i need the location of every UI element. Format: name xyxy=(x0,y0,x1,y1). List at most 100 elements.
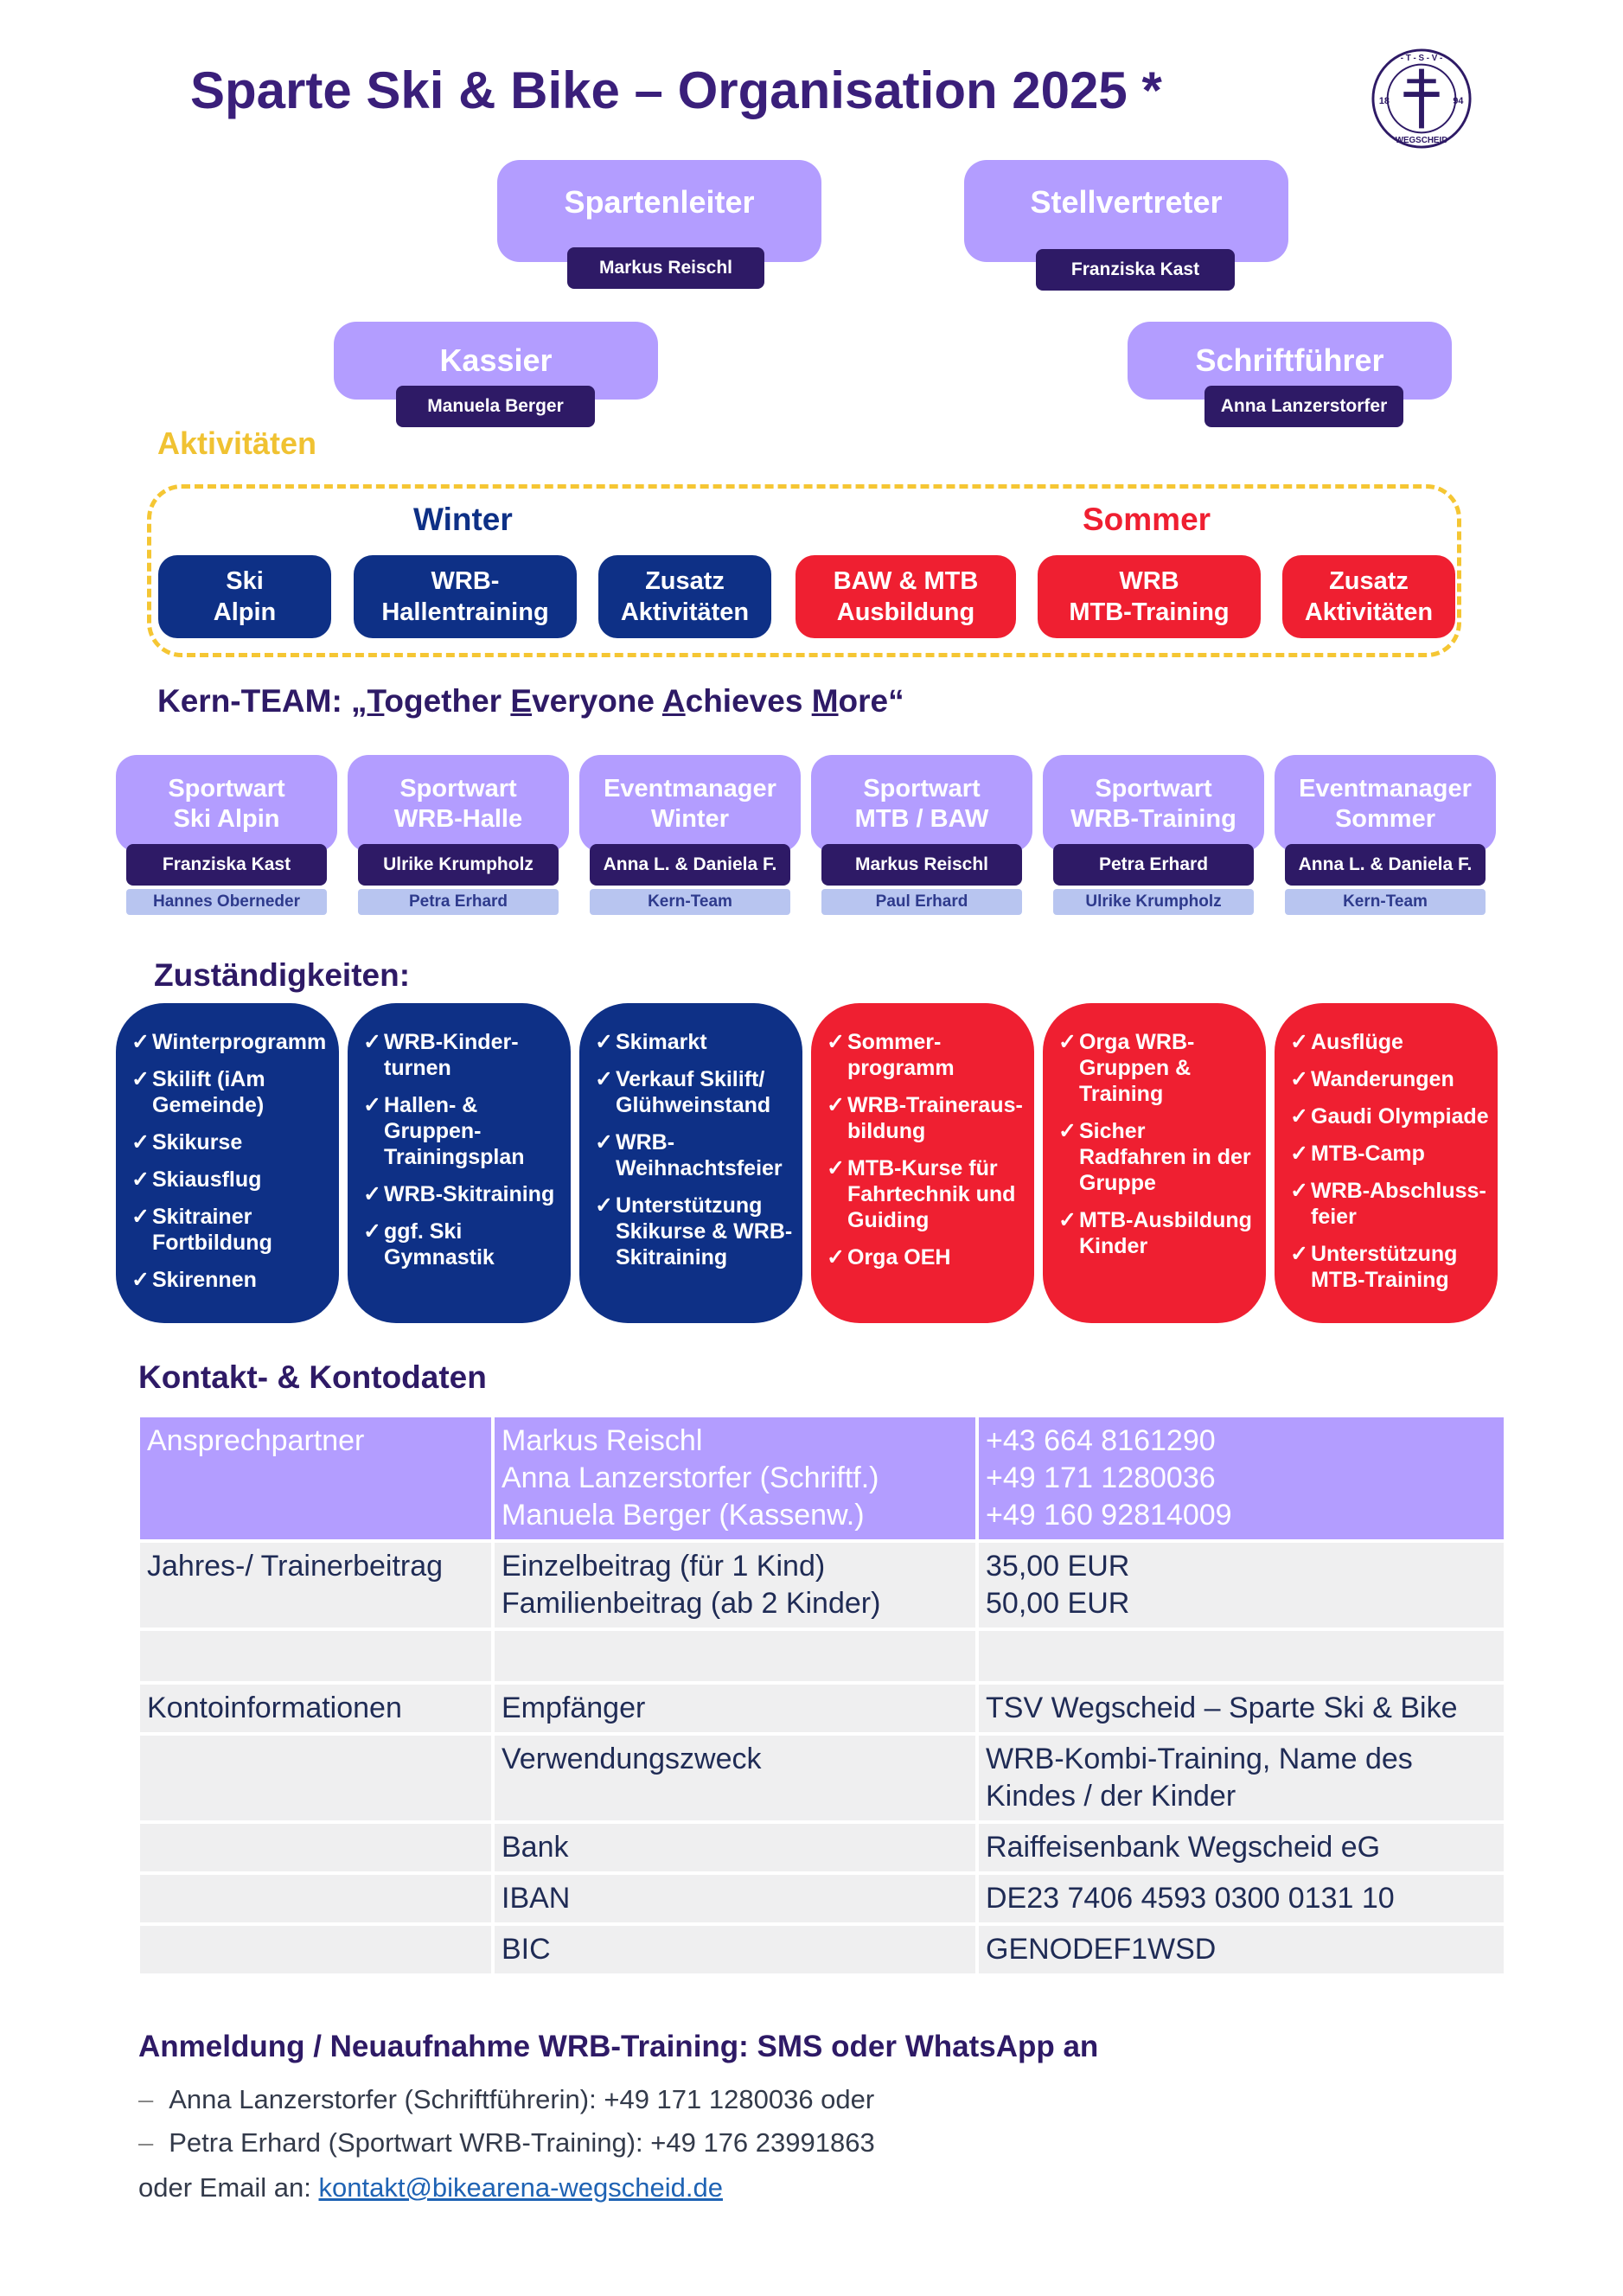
table-row: Kontoinformationen Empfänger TSV Wegsche… xyxy=(140,1685,1504,1732)
role-spartenleiter: Spartenleiter xyxy=(497,160,821,262)
registration-contact-anna: –Anna Lanzerstorfer (Schriftführerin): +… xyxy=(138,2084,874,2115)
dash-bullet: – xyxy=(138,2084,154,2114)
activities-heading: Aktivitäten xyxy=(157,425,317,461)
page-title: Sparte Ski & Bike – Organisation 2025 * xyxy=(190,61,1162,119)
kern-name: Anna L. & Daniela F. xyxy=(1285,844,1486,886)
kern-name: Anna L. & Daniela F. xyxy=(590,844,790,886)
table-cell xyxy=(979,1631,1504,1681)
activity-zusatz-winter: Zusatz Aktivitäten xyxy=(598,555,771,638)
responsibility-column-wrb-halle: WRB-Kinder- turnen Hallen- & Gruppen- Tr… xyxy=(348,1003,571,1323)
table-cell: DE23 7406 4593 0300 0131 10 xyxy=(979,1875,1504,1922)
purpose-line: WRB-Kombi-Training, Name des xyxy=(986,1743,1413,1775)
tsv-wegscheid-logo: - T - S - V - 18 94 WEGSCHEID xyxy=(1371,48,1472,149)
kern-name: Franziska Kast xyxy=(126,844,327,886)
kern-role-line1: Sportwart xyxy=(168,775,285,803)
kern-word-together: ogether xyxy=(384,683,511,719)
table-row: Bank Raiffeisenbank Wegscheid eG xyxy=(140,1824,1504,1871)
responsibility-item: Unterstützung MTB-Training xyxy=(1290,1241,1489,1293)
responsibility-item: Skikurse xyxy=(131,1129,330,1155)
table-cell xyxy=(140,1631,491,1681)
table-cell: Jahres-/ Trainerbeitrag xyxy=(140,1543,491,1628)
activity-line1: BAW & MTB xyxy=(833,567,979,595)
kern-name: Ulrike Krumpholz xyxy=(358,844,559,886)
kern-deputy: Petra Erhard xyxy=(358,889,559,915)
responsibility-item: WRB-Abschluss- feier xyxy=(1290,1178,1489,1230)
kern-role-line2: MTB / BAW xyxy=(854,805,989,833)
registration-contact-petra: –Petra Erhard (Sportwart WRB-Training): … xyxy=(138,2127,875,2158)
responsibility-column-wrb-training: Orga WRB- Gruppen & Training Sicher Radf… xyxy=(1043,1003,1266,1323)
table-cell: Empfänger xyxy=(495,1685,975,1732)
dash-bullet: – xyxy=(138,2127,154,2158)
activity-line2: Ausbildung xyxy=(836,598,975,626)
logo-year-left: 18 xyxy=(1379,96,1390,106)
responsibility-item: Orga OEH xyxy=(827,1244,1026,1270)
kern-role-line1: Sportwart xyxy=(1095,775,1212,803)
activity-line2: Alpin xyxy=(213,598,277,626)
responsibility-item: Skiausflug xyxy=(131,1167,330,1193)
responsibility-item: Winterprogramm xyxy=(131,1029,330,1055)
responsibility-item: WRB-Kinder- turnen xyxy=(363,1029,562,1081)
kern-role-line1: Sportwart xyxy=(863,775,981,803)
table-cell: TSV Wegscheid – Sparte Ski & Bike xyxy=(979,1685,1504,1732)
contact-table: Ansprechpartner Markus Reischl Anna Lanz… xyxy=(137,1414,1507,1977)
kern-role-line2: Sommer xyxy=(1334,805,1436,833)
responsibility-item: MTB-Kurse für Fahrtechnik und Guiding xyxy=(827,1155,1026,1233)
kern-name: Petra Erhard xyxy=(1053,844,1254,886)
kern-deputy: Hannes Oberneder xyxy=(126,889,327,915)
activity-line1: Zusatz xyxy=(645,567,725,595)
kern-role-line1: Eventmanager xyxy=(1299,775,1472,803)
kern-deputy: Ulrike Krumpholz xyxy=(1053,889,1254,915)
table-cell xyxy=(495,1631,975,1681)
fee-type: Familienbeitrag (ab 2 Kinder) xyxy=(502,1587,881,1620)
responsibility-item: Skimarkt xyxy=(595,1029,794,1055)
table-cell: Kontoinformationen xyxy=(140,1685,491,1732)
summer-label: Sommer xyxy=(1083,502,1211,537)
activity-line1: Ski xyxy=(226,567,264,595)
responsibility-column-event-winter: Skimarkt Verkauf Skilift/ Glühweinstand … xyxy=(579,1003,802,1323)
table-row: IBAN DE23 7406 4593 0300 0131 10 xyxy=(140,1875,1504,1922)
activity-wrb-hallentraining: WRB- Hallentraining xyxy=(354,555,577,638)
kern-word-everyone: veryone xyxy=(532,683,662,719)
registration-email-line: oder Email an: kontakt@bikearena-wegsche… xyxy=(138,2172,723,2203)
kern-letter-e: E xyxy=(510,683,533,719)
purpose-line: Kindes / der Kinder xyxy=(986,1780,1236,1813)
responsibility-item: Unterstützung Skikurse & WRB- Skitrainin… xyxy=(595,1193,794,1270)
responsibility-item: ggf. Ski Gymnastik xyxy=(363,1218,562,1270)
activity-wrb-mtb-training: WRB MTB-Training xyxy=(1038,555,1261,638)
table-cell: WRB-Kombi-Training, Name des Kindes / de… xyxy=(979,1736,1504,1820)
activity-line2: Hallentraining xyxy=(381,598,549,626)
activity-zusatz-sommer: Zusatz Aktivitäten xyxy=(1282,555,1455,638)
activity-line1: WRB xyxy=(1119,567,1179,595)
table-row xyxy=(140,1631,1504,1681)
responsibility-item: Skilift (iAm Gemeinde) xyxy=(131,1066,330,1118)
kern-team-prefix: Kern-TEAM: „ xyxy=(157,683,367,719)
responsibility-item: Hallen- & Gruppen- Trainingsplan xyxy=(363,1092,562,1170)
name-schriftfuehrer: Anna Lanzerstorfer xyxy=(1204,386,1403,427)
responsibility-item: MTB-Ausbildung Kinder xyxy=(1058,1207,1257,1259)
kern-letter-a: A xyxy=(661,683,686,719)
activity-line2: Aktivitäten xyxy=(1304,598,1434,626)
contact-person: Manuela Berger (Kassenw.) xyxy=(502,1499,865,1532)
table-cell: +43 664 8161290 +49 171 1280036 +49 160 … xyxy=(979,1417,1504,1539)
table-cell: Verwendungszweck xyxy=(495,1736,975,1820)
table-cell: Einzelbeitrag (für 1 Kind) Familienbeitr… xyxy=(495,1543,975,1628)
responsibility-item: Orga WRB- Gruppen & Training xyxy=(1058,1029,1257,1107)
logo-top-text: - T - S - V - xyxy=(1401,54,1443,63)
table-cell: BIC xyxy=(495,1926,975,1973)
name-spartenleiter: Markus Reischl xyxy=(567,247,764,289)
winter-label: Winter xyxy=(413,502,513,537)
kern-word-more: ore xyxy=(838,683,889,719)
table-row: Ansprechpartner Markus Reischl Anna Lanz… xyxy=(140,1417,1504,1539)
email-link[interactable]: kontakt@bikearena-wegscheid.de xyxy=(318,2172,723,2203)
kern-role-line1: Eventmanager xyxy=(604,775,776,803)
activity-line1: WRB- xyxy=(431,567,500,595)
responsibility-item: Skitrainer Fortbildung xyxy=(131,1204,330,1256)
logo-bottom-text: WEGSCHEID xyxy=(1396,136,1448,145)
table-cell xyxy=(140,1824,491,1871)
kern-team-heading: Kern-TEAM: „Together Everyone Achieves M… xyxy=(157,683,904,719)
responsibility-item: Gaudi Olympiade xyxy=(1290,1103,1489,1129)
contact-person: Anna Lanzerstorfer (Schriftf.) xyxy=(502,1461,879,1494)
registration-line: Petra Erhard (Sportwart WRB-Training): +… xyxy=(169,2127,875,2158)
